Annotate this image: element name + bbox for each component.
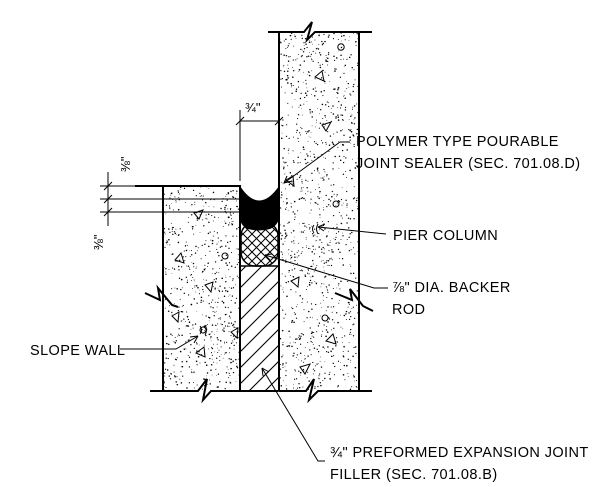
lower-offset-label: ⅜" xyxy=(91,234,106,250)
pier-column-outline xyxy=(278,32,360,391)
slope-wall-label: SLOPE WALL xyxy=(30,343,125,359)
pier-column-label: PIER COLUMN xyxy=(393,228,498,244)
gap-width-label: ¾" xyxy=(245,100,261,115)
upper-offset-label: ⅜" xyxy=(118,156,133,172)
aggregate-marks xyxy=(171,43,345,375)
filler-label-line2: FILLER (SEC. 701.08.B) xyxy=(330,467,498,483)
sealer-label-line2: JOINT SEALER (SEC. 701.08.D) xyxy=(356,156,580,172)
expansion-joint-filler xyxy=(239,265,280,392)
backer-rod-label-line1: ⅞" DIA. BACKER xyxy=(392,280,511,296)
pier-column-concrete xyxy=(279,32,359,392)
joint-sealer xyxy=(240,186,279,231)
annotation-labels: POLYMER TYPE POURABLE JOINT SEALER (SEC.… xyxy=(30,134,589,483)
filler-label-line1: ¾" PREFORMED EXPANSION JOINT xyxy=(330,445,589,461)
gap-width-dimension xyxy=(235,110,284,181)
slope-wall-concrete xyxy=(163,186,240,391)
offset-dimension xyxy=(100,172,245,226)
backer-rod-label-line2: ROD xyxy=(392,302,425,318)
sealer-label-line1: POLYMER TYPE POURABLE xyxy=(356,134,559,150)
break-lines xyxy=(144,21,374,404)
backer-rod xyxy=(240,221,279,267)
leader-lines xyxy=(120,141,388,462)
